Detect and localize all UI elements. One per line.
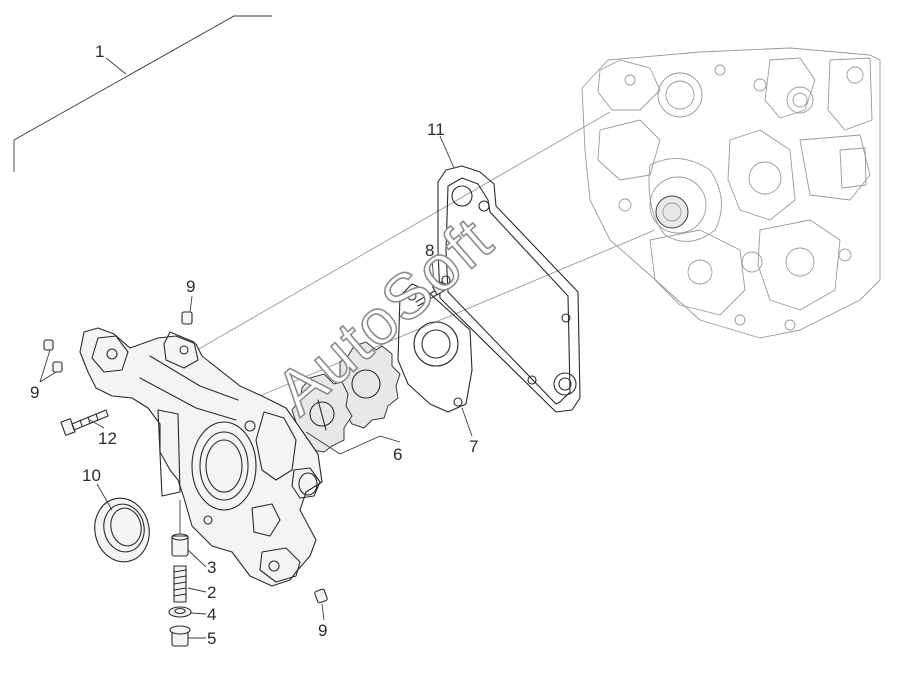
- callout-labels: 1 11 8 9 9 12 6 7 10 3 2 4 5 9: [30, 42, 478, 648]
- callout-9-left: 9: [30, 383, 39, 402]
- plug-9-left: [43, 339, 63, 373]
- bolt-12: [60, 409, 109, 436]
- leader-lines: [39, 135, 473, 639]
- callout-10: 10: [82, 466, 101, 485]
- plug-9-top: [181, 311, 193, 325]
- callout-11: 11: [427, 120, 445, 139]
- callout-6: 6: [393, 445, 402, 464]
- oil-seal: [94, 497, 150, 563]
- callout-1: 1: [95, 42, 104, 61]
- relief-valve-stack: [168, 500, 192, 647]
- callout-3: 3: [207, 558, 216, 577]
- oil-pump-housing: [79, 327, 323, 587]
- callout-12: 12: [98, 429, 117, 448]
- callout-4: 4: [207, 605, 216, 624]
- pump-cover-plate: [397, 283, 473, 413]
- plug-9-bottom: [314, 588, 328, 604]
- gear-pair: [291, 341, 401, 455]
- callout-8: 8: [425, 241, 434, 260]
- callout-5: 5: [207, 629, 216, 648]
- alignment-lines: [196, 111, 656, 401]
- callout-2: 2: [207, 583, 216, 602]
- screw-8: [415, 281, 447, 307]
- cover-gasket: [437, 165, 581, 413]
- engine-block: [581, 47, 881, 339]
- assembly-bracket: [13, 15, 272, 172]
- callout-7: 7: [469, 437, 478, 456]
- callout-9-bottom: 9: [318, 621, 327, 640]
- callout-9-top: 9: [186, 277, 195, 296]
